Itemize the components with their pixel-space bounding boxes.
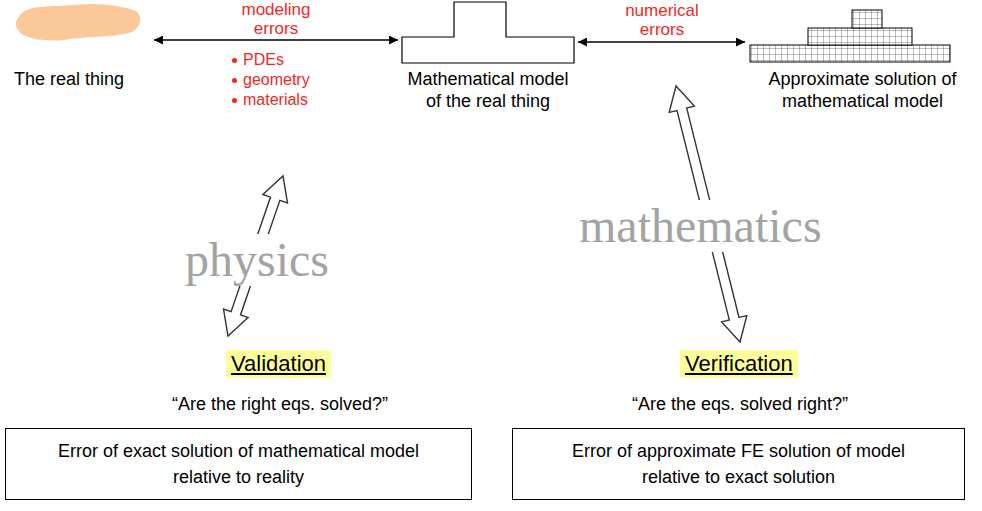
mesh-ground xyxy=(750,45,950,62)
node-text: Verification xyxy=(685,351,793,377)
node-text: Error of exact solution of mathematical … xyxy=(49,438,429,490)
model-shape: Mathematical model of the real thing xyxy=(398,0,578,112)
mesh-cells xyxy=(852,10,882,28)
tee-outline xyxy=(402,2,574,63)
error-arrow xyxy=(578,41,745,43)
node-text: Error of approximate FE solution of mode… xyxy=(564,438,914,490)
node-text: The real thing xyxy=(14,68,154,90)
node-text: Mathematical model of the real thing xyxy=(398,68,578,112)
discipline-label: physics xyxy=(183,234,331,286)
highlight-label: Validation xyxy=(226,350,331,378)
note-box: Error of exact solution of mathematical … xyxy=(5,428,472,500)
bullet-dot xyxy=(232,98,237,103)
question-quote: “Are the right eqs. solved?” xyxy=(172,394,388,414)
mesh-cells xyxy=(808,28,912,45)
bullet-text: materials xyxy=(243,91,308,108)
mesh-cells xyxy=(750,45,950,62)
highlight-label: Verification xyxy=(680,350,798,378)
shape-outline xyxy=(398,0,578,64)
mesh-ground xyxy=(808,28,912,45)
bullet-text: PDEs xyxy=(243,51,284,68)
mesh-ground xyxy=(852,10,882,28)
mesh-shape: Approximate solution of mathematical mod… xyxy=(745,0,980,112)
node-text: Approximate solution of mathematical mod… xyxy=(745,68,980,112)
bullet-item: PDEs xyxy=(232,50,284,70)
edge-label: modeling errors xyxy=(230,0,322,38)
discipline-label: mathematics xyxy=(577,200,824,252)
bullet-text: geometry xyxy=(243,71,310,88)
bullet-item: materials xyxy=(232,90,308,110)
bullet-dot xyxy=(232,78,237,83)
question-quote: “Are the eqs. solved right?” xyxy=(632,394,848,414)
bullet-dot xyxy=(232,58,237,63)
shape-outline xyxy=(745,0,980,64)
note-box: Error of approximate FE solution of mode… xyxy=(512,428,965,500)
real-object: The real thing xyxy=(14,0,154,90)
edge-label: numerical errors xyxy=(614,1,710,39)
shape-outline xyxy=(14,0,154,64)
bullet-item: geometry xyxy=(232,70,310,90)
blob xyxy=(16,4,140,41)
error-arrow xyxy=(154,39,398,41)
node-text: Validation xyxy=(231,351,326,377)
